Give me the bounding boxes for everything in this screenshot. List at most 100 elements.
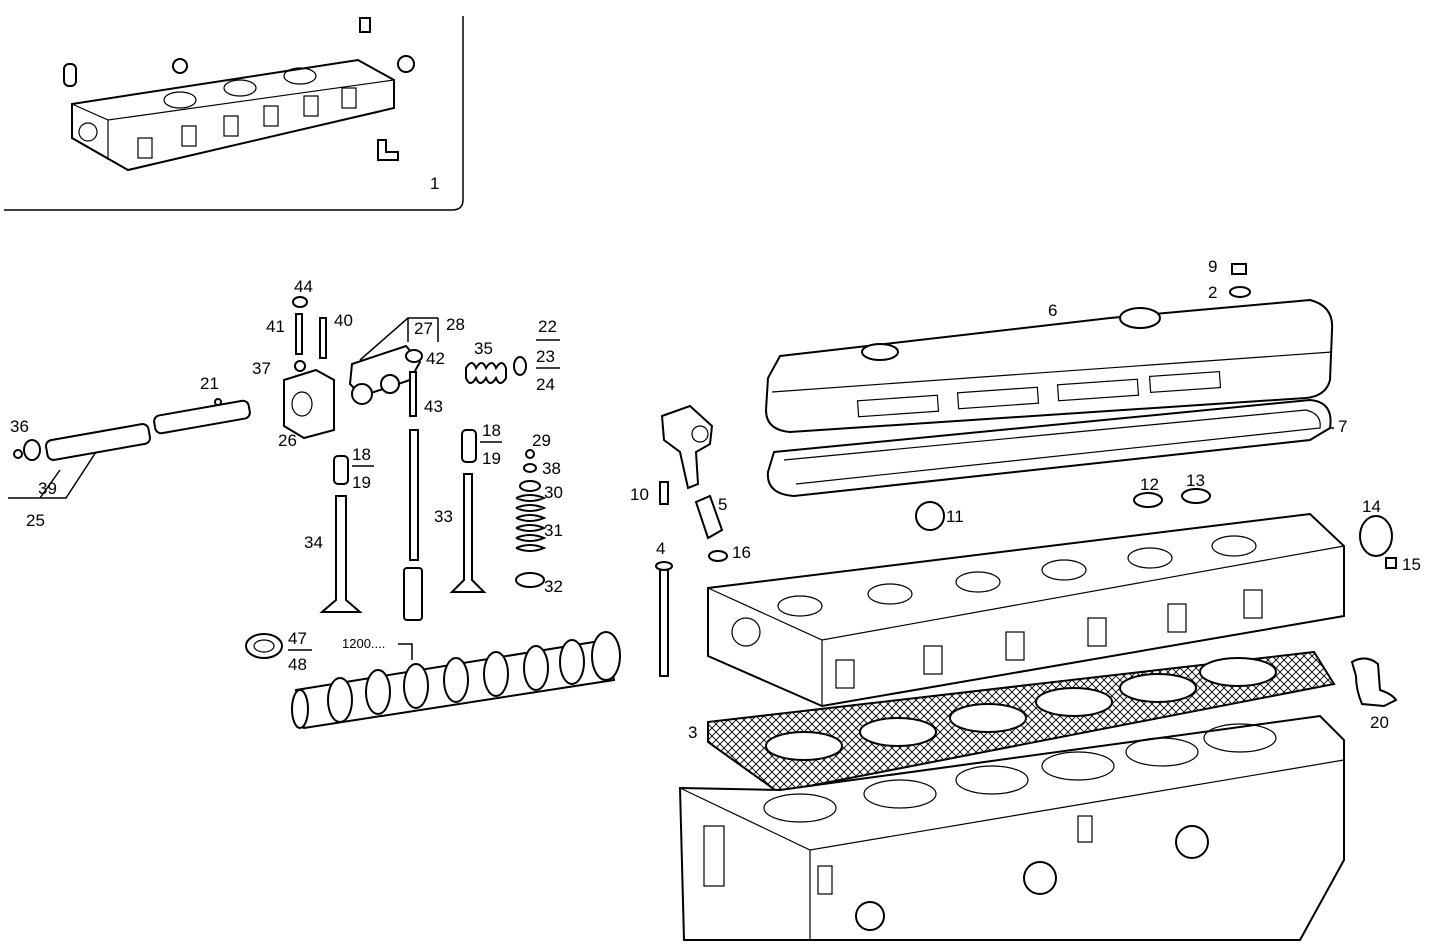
inset-cap	[397, 55, 415, 73]
callout-20: 20	[1370, 713, 1389, 732]
callout-37: 37	[252, 359, 271, 378]
callout-27: 27	[414, 319, 433, 338]
callout-18-left: 18	[352, 445, 371, 464]
head-gasket: 3	[688, 650, 1336, 794]
callout-18-right: 18	[482, 421, 501, 440]
seal-47	[245, 633, 283, 659]
callout-44: 44	[294, 277, 313, 296]
callout-10: 10	[630, 485, 649, 504]
nut-42	[405, 349, 423, 363]
callout-38: 38	[542, 459, 561, 478]
shaft-washer-36	[23, 439, 41, 461]
callout-28: 28	[446, 315, 465, 334]
cotter-29	[525, 449, 535, 459]
callout-26: 26	[278, 431, 297, 450]
callout-6: 6	[1048, 301, 1057, 320]
plug-15	[1385, 557, 1397, 569]
cylinder-head	[707, 512, 1345, 708]
callout-29: 29	[532, 431, 551, 450]
head-bolt-4	[659, 565, 669, 677]
callout-2: 2	[1208, 283, 1217, 302]
callout-42: 42	[426, 349, 445, 368]
shaft-plug-39	[13, 449, 23, 459]
callout-16: 16	[732, 543, 751, 562]
callout-22: 22	[538, 317, 557, 336]
callout-4: 4	[656, 539, 665, 558]
inset-cylinder-head	[71, 58, 395, 172]
tappet-lower	[403, 567, 423, 621]
adjusting-screw-43	[409, 371, 417, 417]
assembly-inset: 1	[4, 16, 464, 211]
valve-cover-6	[764, 298, 1334, 434]
valve-train: 18 19 34 18 19 33 29 38 30 31 32 47 48	[245, 421, 621, 730]
callout-41: 41	[266, 317, 285, 336]
callout-31: 31	[544, 521, 563, 540]
callout-34: 34	[304, 533, 323, 552]
callout-12: 12	[1140, 475, 1159, 494]
callout-35: 35	[474, 339, 493, 358]
bolt-40	[319, 317, 327, 359]
callout-11: 11	[946, 507, 964, 526]
callout-47: 47	[288, 629, 307, 648]
rocker-support-26	[283, 368, 335, 440]
spring-cap-30	[519, 480, 541, 492]
elbow-20	[1350, 657, 1398, 708]
callout-30: 30	[544, 483, 563, 502]
callout-24: 24	[536, 375, 555, 394]
nut-44	[292, 296, 308, 308]
callout-14: 14	[1362, 497, 1381, 516]
callout-7: 7	[1338, 417, 1347, 436]
valve-33	[449, 473, 487, 593]
rocker-shaft-part-25	[45, 423, 151, 461]
shaft-oil-hole	[214, 398, 222, 406]
nut-9	[1231, 263, 1247, 275]
cotter-38	[523, 463, 537, 473]
ring-12	[1133, 492, 1163, 508]
callout-36: 36	[10, 417, 29, 436]
plug-11	[915, 501, 945, 531]
rocker-shaft-assembly: 36 39 25 21 26 37 44 41 40 27 28 42 43 3…	[8, 277, 560, 530]
tappet-18-left	[333, 455, 349, 485]
washer-16	[708, 550, 728, 562]
camshaft-reference-1200: 1200....	[342, 636, 385, 651]
callout-15: 15	[1402, 555, 1421, 574]
callout-5: 5	[718, 495, 727, 514]
callout-33: 33	[434, 507, 453, 526]
inset-injector-sleeve	[63, 63, 77, 87]
callout-19-left: 19	[352, 473, 371, 492]
inset-plug	[172, 58, 188, 74]
callout-13: 13	[1186, 471, 1205, 490]
spring-seat-32	[515, 572, 545, 588]
push-rod	[409, 429, 419, 561]
injector-sleeve-5	[694, 494, 724, 540]
valve-cover-group: 6 9 2 7	[764, 257, 1347, 498]
callout-23: 23	[536, 347, 555, 366]
cap-14	[1359, 515, 1393, 557]
callout-40: 40	[334, 311, 353, 330]
callout-21: 21	[200, 374, 219, 393]
callout-25: 25	[26, 511, 45, 530]
tappet-18-right	[461, 429, 477, 463]
camshaft	[291, 631, 621, 730]
washer-37	[294, 360, 306, 372]
inset-elbow	[377, 139, 399, 161]
callout-39: 39	[38, 479, 57, 498]
callout-9: 9	[1208, 257, 1217, 276]
washer-2	[1229, 286, 1251, 298]
inset-stud	[359, 17, 371, 33]
stud-10	[659, 481, 669, 505]
callout-19-right: 19	[482, 449, 501, 468]
callout-32: 32	[544, 577, 563, 596]
valve-34	[319, 495, 363, 613]
spring-35	[465, 362, 507, 384]
oil-filler-cap	[1119, 307, 1161, 329]
ring-13	[1181, 488, 1211, 504]
valve-spring-31	[515, 494, 547, 552]
rocker-shaft-part-21	[153, 399, 251, 435]
callout-48: 48	[288, 655, 307, 674]
callout-1: 1	[430, 174, 439, 193]
injector-group: 10 5 16 4	[630, 404, 751, 677]
engine-block	[678, 714, 1345, 941]
callout-43: 43	[424, 397, 443, 416]
